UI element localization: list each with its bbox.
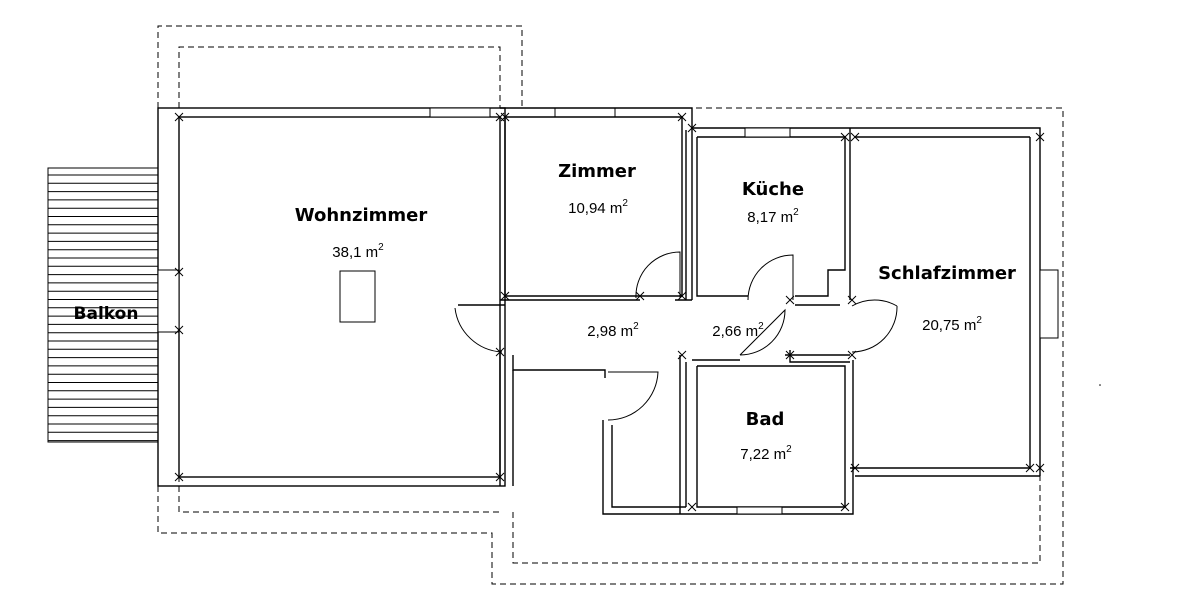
corner-marker bbox=[500, 112, 510, 122]
corner-marker bbox=[840, 502, 850, 512]
corner-marker bbox=[677, 291, 687, 301]
corner-marker bbox=[495, 347, 505, 357]
corner-marker bbox=[174, 267, 184, 277]
corner-marker bbox=[1035, 132, 1045, 142]
room-name-kueche: Küche bbox=[742, 179, 804, 200]
corner-marker bbox=[687, 502, 697, 512]
corner-marker bbox=[785, 295, 795, 305]
window-schlafzimmer bbox=[1039, 269, 1059, 339]
balcony-door bbox=[157, 269, 180, 333]
window-top-zimmer bbox=[554, 107, 616, 118]
walls bbox=[157, 107, 1059, 515]
corner-marker bbox=[635, 291, 645, 301]
room-area-schlafzimmer: 20,75 m2 bbox=[922, 315, 982, 334]
corner-marker bbox=[495, 472, 505, 482]
room-area-kueche: 8,17 m2 bbox=[747, 207, 799, 226]
corner-marker bbox=[687, 123, 697, 133]
corner-marker bbox=[677, 350, 687, 360]
corner-marker bbox=[174, 325, 184, 335]
window-kueche bbox=[744, 127, 791, 138]
corner-marker bbox=[850, 463, 860, 473]
window-top-wohnzimmer bbox=[429, 107, 491, 118]
corner-marker bbox=[1025, 463, 1035, 473]
room-name-bad: Bad bbox=[746, 409, 785, 430]
corner-marker bbox=[500, 291, 510, 301]
corner-marker bbox=[847, 295, 857, 305]
room-area-bad: 7,22 m2 bbox=[740, 444, 792, 463]
corner-marker bbox=[840, 132, 850, 142]
corner-marker bbox=[677, 112, 687, 122]
door-swings bbox=[454, 251, 898, 421]
corner-marker bbox=[850, 132, 860, 142]
stair-opening bbox=[339, 270, 376, 323]
corner-marker bbox=[174, 112, 184, 122]
room-name-balkon: Balkon bbox=[74, 304, 139, 324]
balcony-hatching bbox=[47, 167, 159, 443]
room-area-wohnzimmer: 38,1 m2 bbox=[332, 242, 384, 261]
room-name-zimmer: Zimmer bbox=[558, 161, 636, 182]
stray-dot bbox=[1099, 384, 1101, 386]
window-bad bbox=[736, 506, 783, 515]
roof-outline bbox=[157, 25, 1064, 585]
corner-markers bbox=[174, 112, 1045, 512]
room-name-wohnzimmer: Wohnzimmer bbox=[295, 205, 428, 226]
room-area-zimmer: 10,94 m2 bbox=[568, 198, 628, 217]
room-area-flur-right: 2,66 m2 bbox=[712, 321, 764, 340]
corner-marker bbox=[174, 472, 184, 482]
corner-marker bbox=[847, 350, 857, 360]
corner-marker bbox=[1035, 463, 1045, 473]
room-area-flur-left: 2,98 m2 bbox=[587, 321, 639, 340]
corner-marker bbox=[785, 350, 795, 360]
room-name-schlafzimmer: Schlafzimmer bbox=[878, 263, 1016, 284]
